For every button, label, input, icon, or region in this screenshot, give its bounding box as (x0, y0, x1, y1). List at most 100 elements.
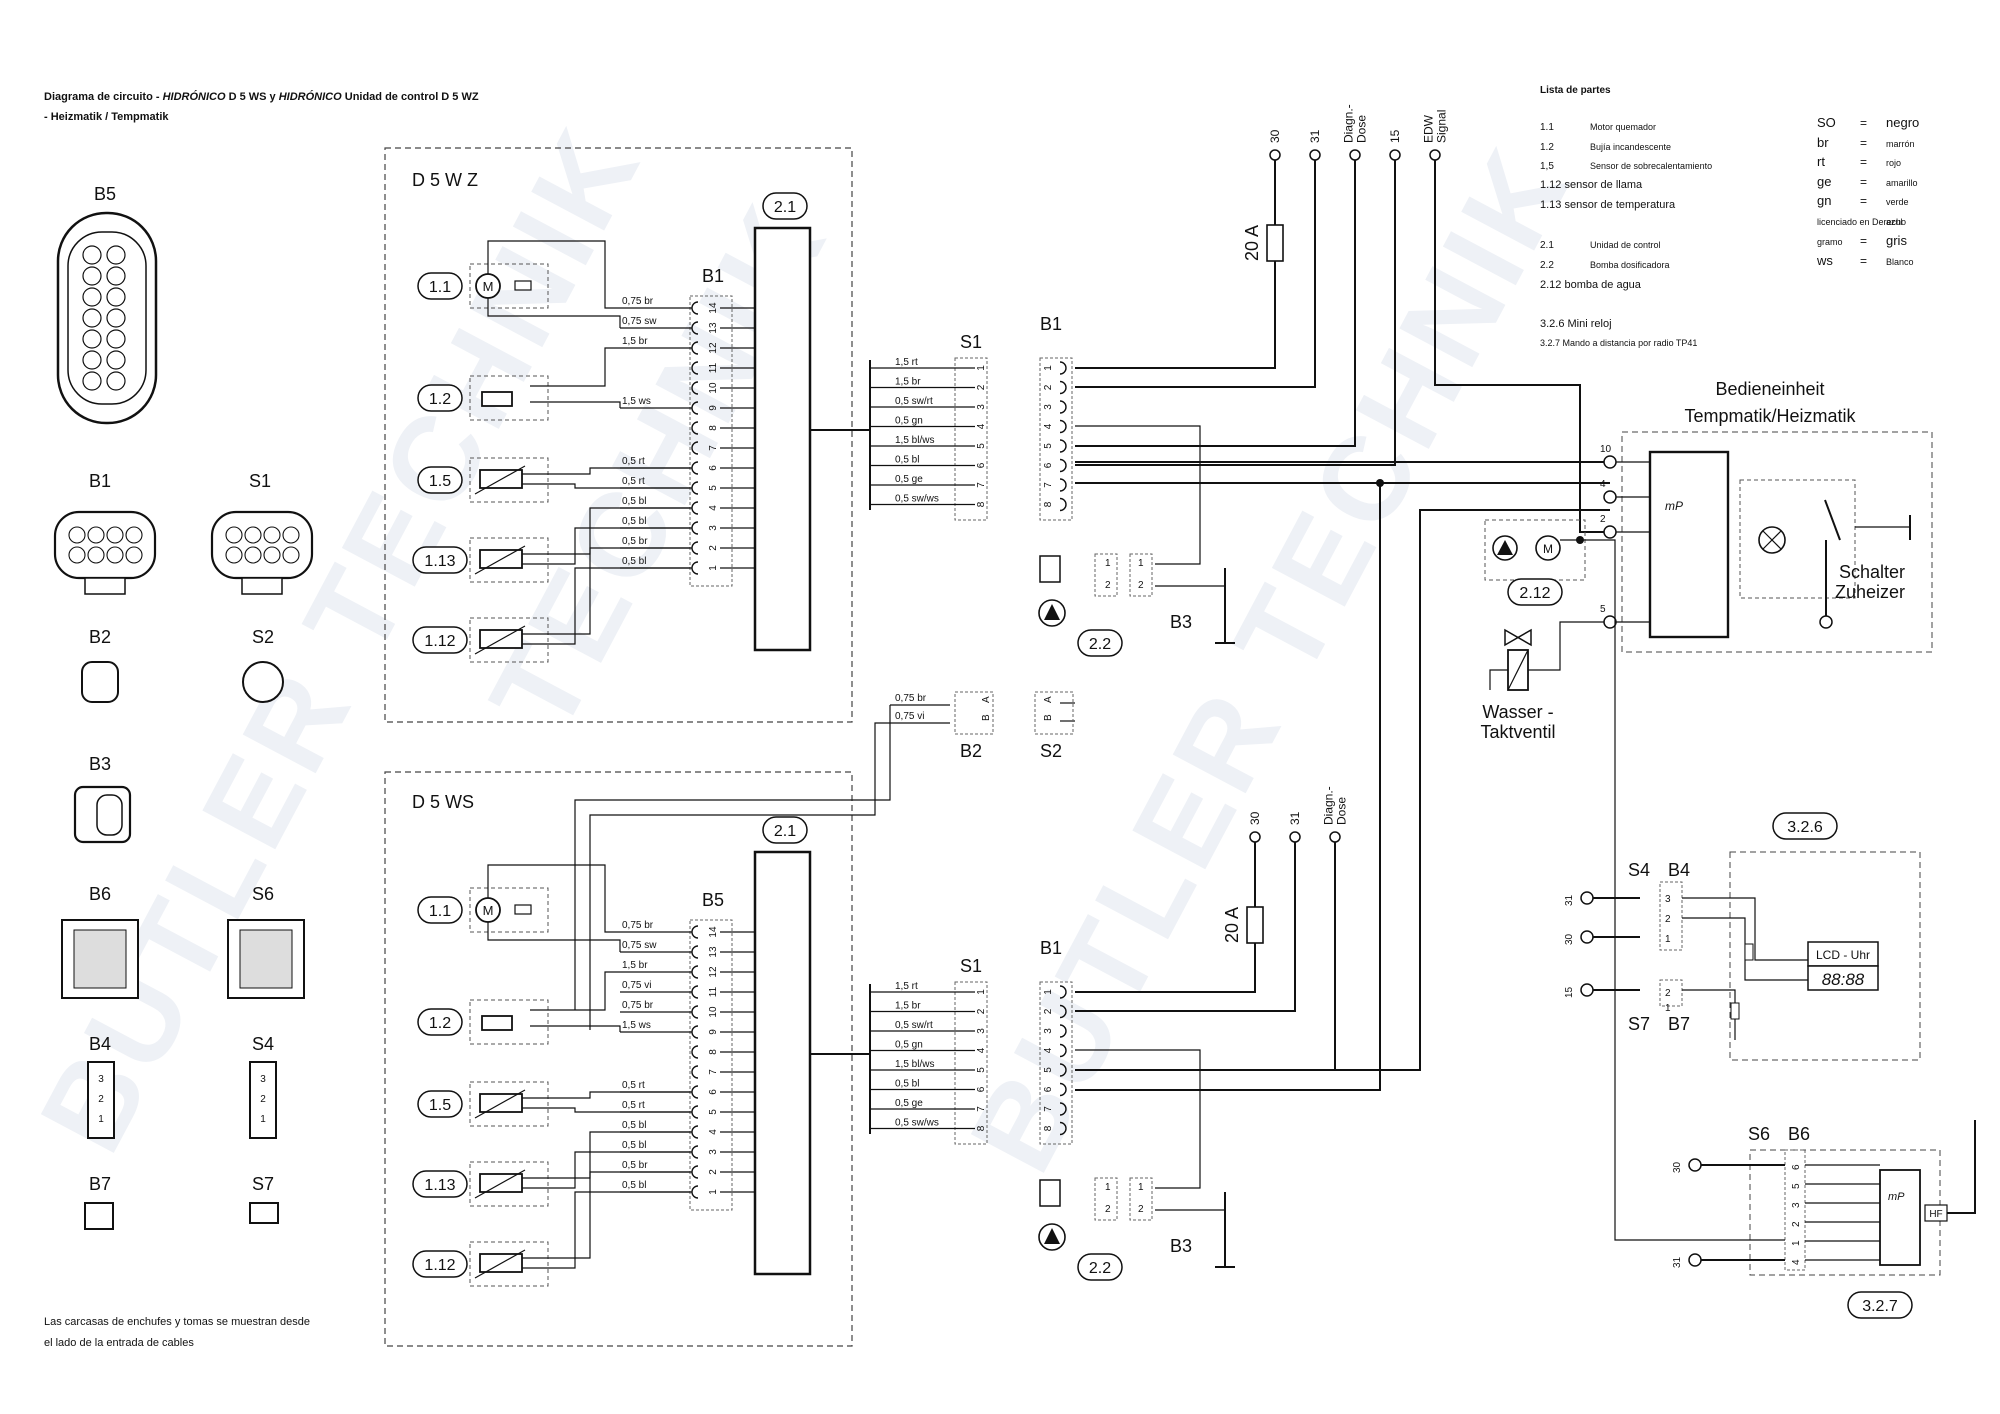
upper-b3-pin-label: 2 (1138, 580, 1144, 591)
upper-wire-label: 0,75 br (622, 296, 654, 307)
upper-component-1-5: 1.5 (417, 466, 463, 494)
lower-wire-label: 0,5 bl (622, 1180, 646, 1191)
upper-pump-ref-outline (1077, 629, 1123, 657)
upper-sensor-wire-a (522, 507, 690, 555)
lower-sensor-wire-a (522, 1171, 690, 1259)
upper-dashed-box (384, 147, 853, 723)
switch-terminal (1819, 615, 1833, 629)
upper-glow-plug-wire-a (530, 347, 620, 387)
part-number: 1.1 (1540, 122, 1554, 133)
upper-pump-ref: 2.2 (1077, 629, 1123, 657)
b4-pin-label: 2 (1665, 914, 1671, 925)
upper-terminal-3-terminal (1389, 149, 1401, 161)
b2-housing (81, 661, 119, 703)
upper-component-1-2: 1.2 (417, 384, 463, 412)
water-valve-wire (1528, 621, 1604, 671)
radio-signal-wire (1610, 539, 1785, 1241)
minitimer-terminal (1580, 983, 1594, 997)
upper-sensor-wire-a (522, 547, 690, 635)
water-pump-ref: 2.12 (1507, 578, 1563, 606)
lower-sensor-wire-b (522, 1151, 690, 1189)
upper-sensor-slash (474, 625, 526, 655)
upper-component-housing (469, 263, 549, 309)
lower-controller-ref-label: 2.1 (774, 823, 796, 840)
upper-connector-pin-label: 13 (708, 322, 719, 334)
lower-harness-label: 0,5 ge (895, 1098, 923, 1109)
lower-connector-socket (691, 1045, 699, 1059)
upper-wire-label: 0,5 rt (622, 456, 645, 467)
upper-connector-socket (691, 561, 699, 575)
upper-component-1-12-outline (412, 626, 468, 654)
b6-pin-label: 2 (1791, 1221, 1802, 1227)
minitimer-terminal-label: 15 (1564, 986, 1575, 998)
part-entry: 3.2.6 Mini reloj (1540, 318, 1612, 330)
s2-label: S2 (1040, 741, 1062, 761)
bedien-title-line-2: Tempmatik/Heizmatik (1684, 406, 1856, 426)
lower-harness-label: 0,5 gn (895, 1040, 923, 1051)
minitimer-terminal-label: 31 (1564, 894, 1575, 906)
footnote-line-1: Las carcasas de enchufes y tomas se mues… (44, 1316, 310, 1328)
part-description: Bujía incandescente (1590, 142, 1671, 152)
upper-sensor-wire-b (522, 483, 690, 489)
lower-harness-label: 1,5 bl/ws (895, 1059, 934, 1070)
minitimer-internal-wire-a (1682, 897, 1808, 961)
upper-s1-pin-label: 3 (976, 404, 987, 410)
s1-housing-latch (241, 577, 283, 595)
color-code-name: Blanco (1886, 257, 1914, 267)
upper-s1-pin-label: 2 (976, 384, 987, 390)
upper-terminal-0-terminal (1269, 149, 1281, 161)
upper-motor-wire-a (487, 240, 620, 309)
upper-wire-label: 0,5 br (622, 536, 648, 547)
b5-pin (82, 266, 102, 286)
lower-wire-label: 0,75 sw (622, 940, 657, 951)
b5-pin (82, 350, 102, 370)
lower-b1-pin-label: 3 (1043, 1028, 1054, 1034)
upper-fuse-out-wire (1075, 261, 1276, 369)
upper-connector-pin-label: 6 (708, 465, 719, 471)
upper-connector-pin-label: 8 (708, 425, 719, 431)
b6-pin-label: 6 (1791, 1164, 1802, 1170)
lower-terminal-wire-31 (1075, 842, 1296, 1012)
b5-pin (106, 371, 126, 391)
legend-label-s7: S7 (252, 1174, 274, 1194)
b7-housing (84, 1202, 114, 1230)
lower-component-1-2-outline (417, 1008, 463, 1036)
legend-label-s1: S1 (249, 471, 271, 491)
upper-control-unit (753, 226, 812, 652)
lower-connector-pin-label: 9 (708, 1029, 719, 1035)
s7-label: S7 (1628, 1014, 1650, 1034)
legend-label-b1: B1 (89, 471, 111, 491)
lower-component-housing (469, 1161, 549, 1207)
s4-b4-body (1659, 881, 1683, 951)
b1-pin (68, 526, 86, 544)
lower-b3-label: B3 (1170, 1236, 1192, 1256)
lower-glow-plug-wire-b (530, 1025, 621, 1032)
lower-b1-label: B1 (1040, 938, 1062, 958)
upper-component-1-2-label: 1.2 (429, 391, 451, 408)
bedien-mp-label: mP (1665, 499, 1683, 513)
b5-housing-inner (67, 231, 147, 405)
b5-pin (106, 308, 126, 328)
s1-housing (210, 510, 314, 580)
lower-fuse-out-wire (1075, 943, 1256, 993)
antenna-icon (1947, 1120, 1976, 1214)
upper-component-1-13: 1.13 (412, 546, 468, 574)
upper-b1-pin-label: 4 (1043, 423, 1054, 429)
upper-sensor-wire-b (522, 527, 690, 565)
upper-terminal-2-label: Diagn.- (1342, 104, 1356, 143)
lower-component-housing (469, 887, 549, 933)
lower-connector-pin-label: 1 (708, 1189, 719, 1195)
lower-sensor-wire-a (522, 1131, 690, 1179)
lower-b1-pin-label: 1 (1043, 989, 1054, 995)
lower-b1-pin-label: 5 (1043, 1067, 1054, 1073)
lower-sensor-wire-a (522, 1091, 690, 1099)
lower-b1-body (1039, 981, 1073, 1145)
lower-component-housing (469, 999, 549, 1045)
b7-label: B7 (1668, 1014, 1690, 1034)
upper-fuse-label: 20 A (1242, 225, 1262, 261)
b2-label: B2 (960, 741, 982, 761)
s4-pin-label: 2 (260, 1094, 266, 1105)
lower-harness-label: 1,5 rt (895, 981, 918, 992)
lower-b1-pin-label: 8 (1043, 1125, 1054, 1131)
